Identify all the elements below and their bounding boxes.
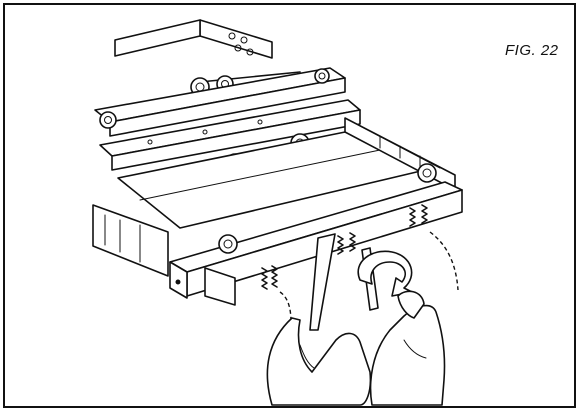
figure-label: FIG. 22 <box>505 42 559 59</box>
lower-left-frame <box>92 204 169 277</box>
upper-cross-bar <box>94 67 346 137</box>
upper-rail-block <box>114 19 273 59</box>
left-hand <box>266 317 372 406</box>
right-hand <box>369 290 446 406</box>
left-end-block <box>169 261 236 306</box>
rotation-arrow-icon <box>357 250 413 297</box>
adjustment-screw-right <box>409 204 459 291</box>
adjustment-screw-center <box>337 232 356 255</box>
